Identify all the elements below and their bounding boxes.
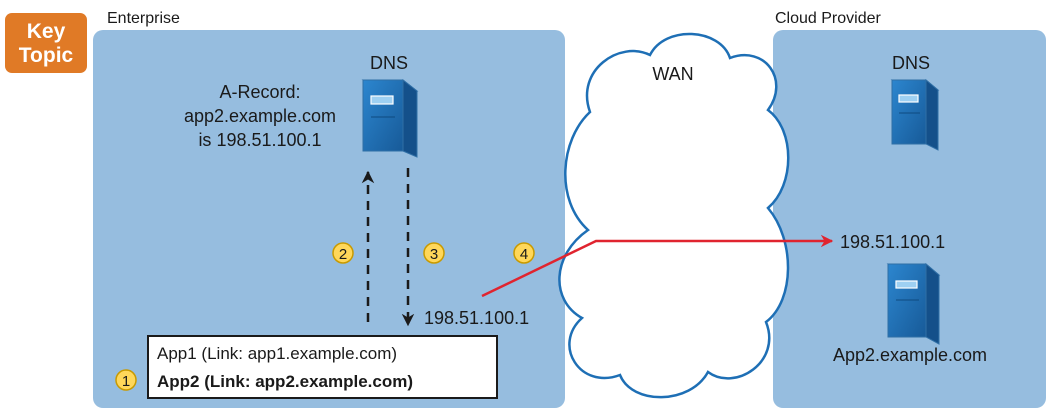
key-topic-badge: Key Topic: [5, 13, 87, 73]
svg-text:4: 4: [520, 246, 528, 263]
a-record-line3: is 198.51.100.1: [198, 130, 321, 150]
badge-line2: Topic: [19, 44, 74, 67]
app2-link-text: App2 (Link: app2.example.com): [157, 372, 413, 391]
step-2-marker: 2: [332, 242, 354, 264]
app2-server-label: App2.example.com: [833, 345, 987, 365]
wan-flow-arrow: [481, 234, 834, 298]
svg-text:3: 3: [430, 246, 438, 263]
svg-text:2: 2: [339, 246, 347, 263]
wan-label: WAN: [652, 64, 693, 84]
response-ip-label: 198.51.100.1: [424, 308, 529, 328]
wan-cloud-icon: [558, 32, 790, 399]
cloud-dns-server-icon: [890, 78, 940, 151]
step-1-marker: 1: [115, 369, 137, 391]
app2-server-icon: [886, 262, 941, 345]
badge-line1: Key: [27, 20, 66, 43]
cloud-target-ip: 198.51.100.1: [840, 232, 945, 252]
cloud-provider-title: Cloud Provider: [775, 10, 882, 27]
cloud-dns-label: DNS: [892, 53, 930, 73]
app-list-box: App1 (Link: app1.example.com) App2 (Link…: [147, 335, 498, 399]
app1-link-text: App1 (Link: app1.example.com): [157, 344, 397, 363]
svg-text:1: 1: [122, 373, 130, 390]
enterprise-region: [93, 30, 565, 408]
cloud-provider-region: [773, 30, 1046, 408]
a-record-line2: app2.example.com: [184, 106, 336, 126]
a-record-line1: A-Record:: [219, 82, 300, 102]
enterprise-dns-server-icon: [361, 78, 419, 158]
enterprise-title: Enterprise: [107, 10, 180, 27]
step-3-marker: 3: [423, 242, 445, 264]
enterprise-dns-label: DNS: [370, 53, 408, 73]
step-4-marker: 4: [513, 242, 535, 264]
